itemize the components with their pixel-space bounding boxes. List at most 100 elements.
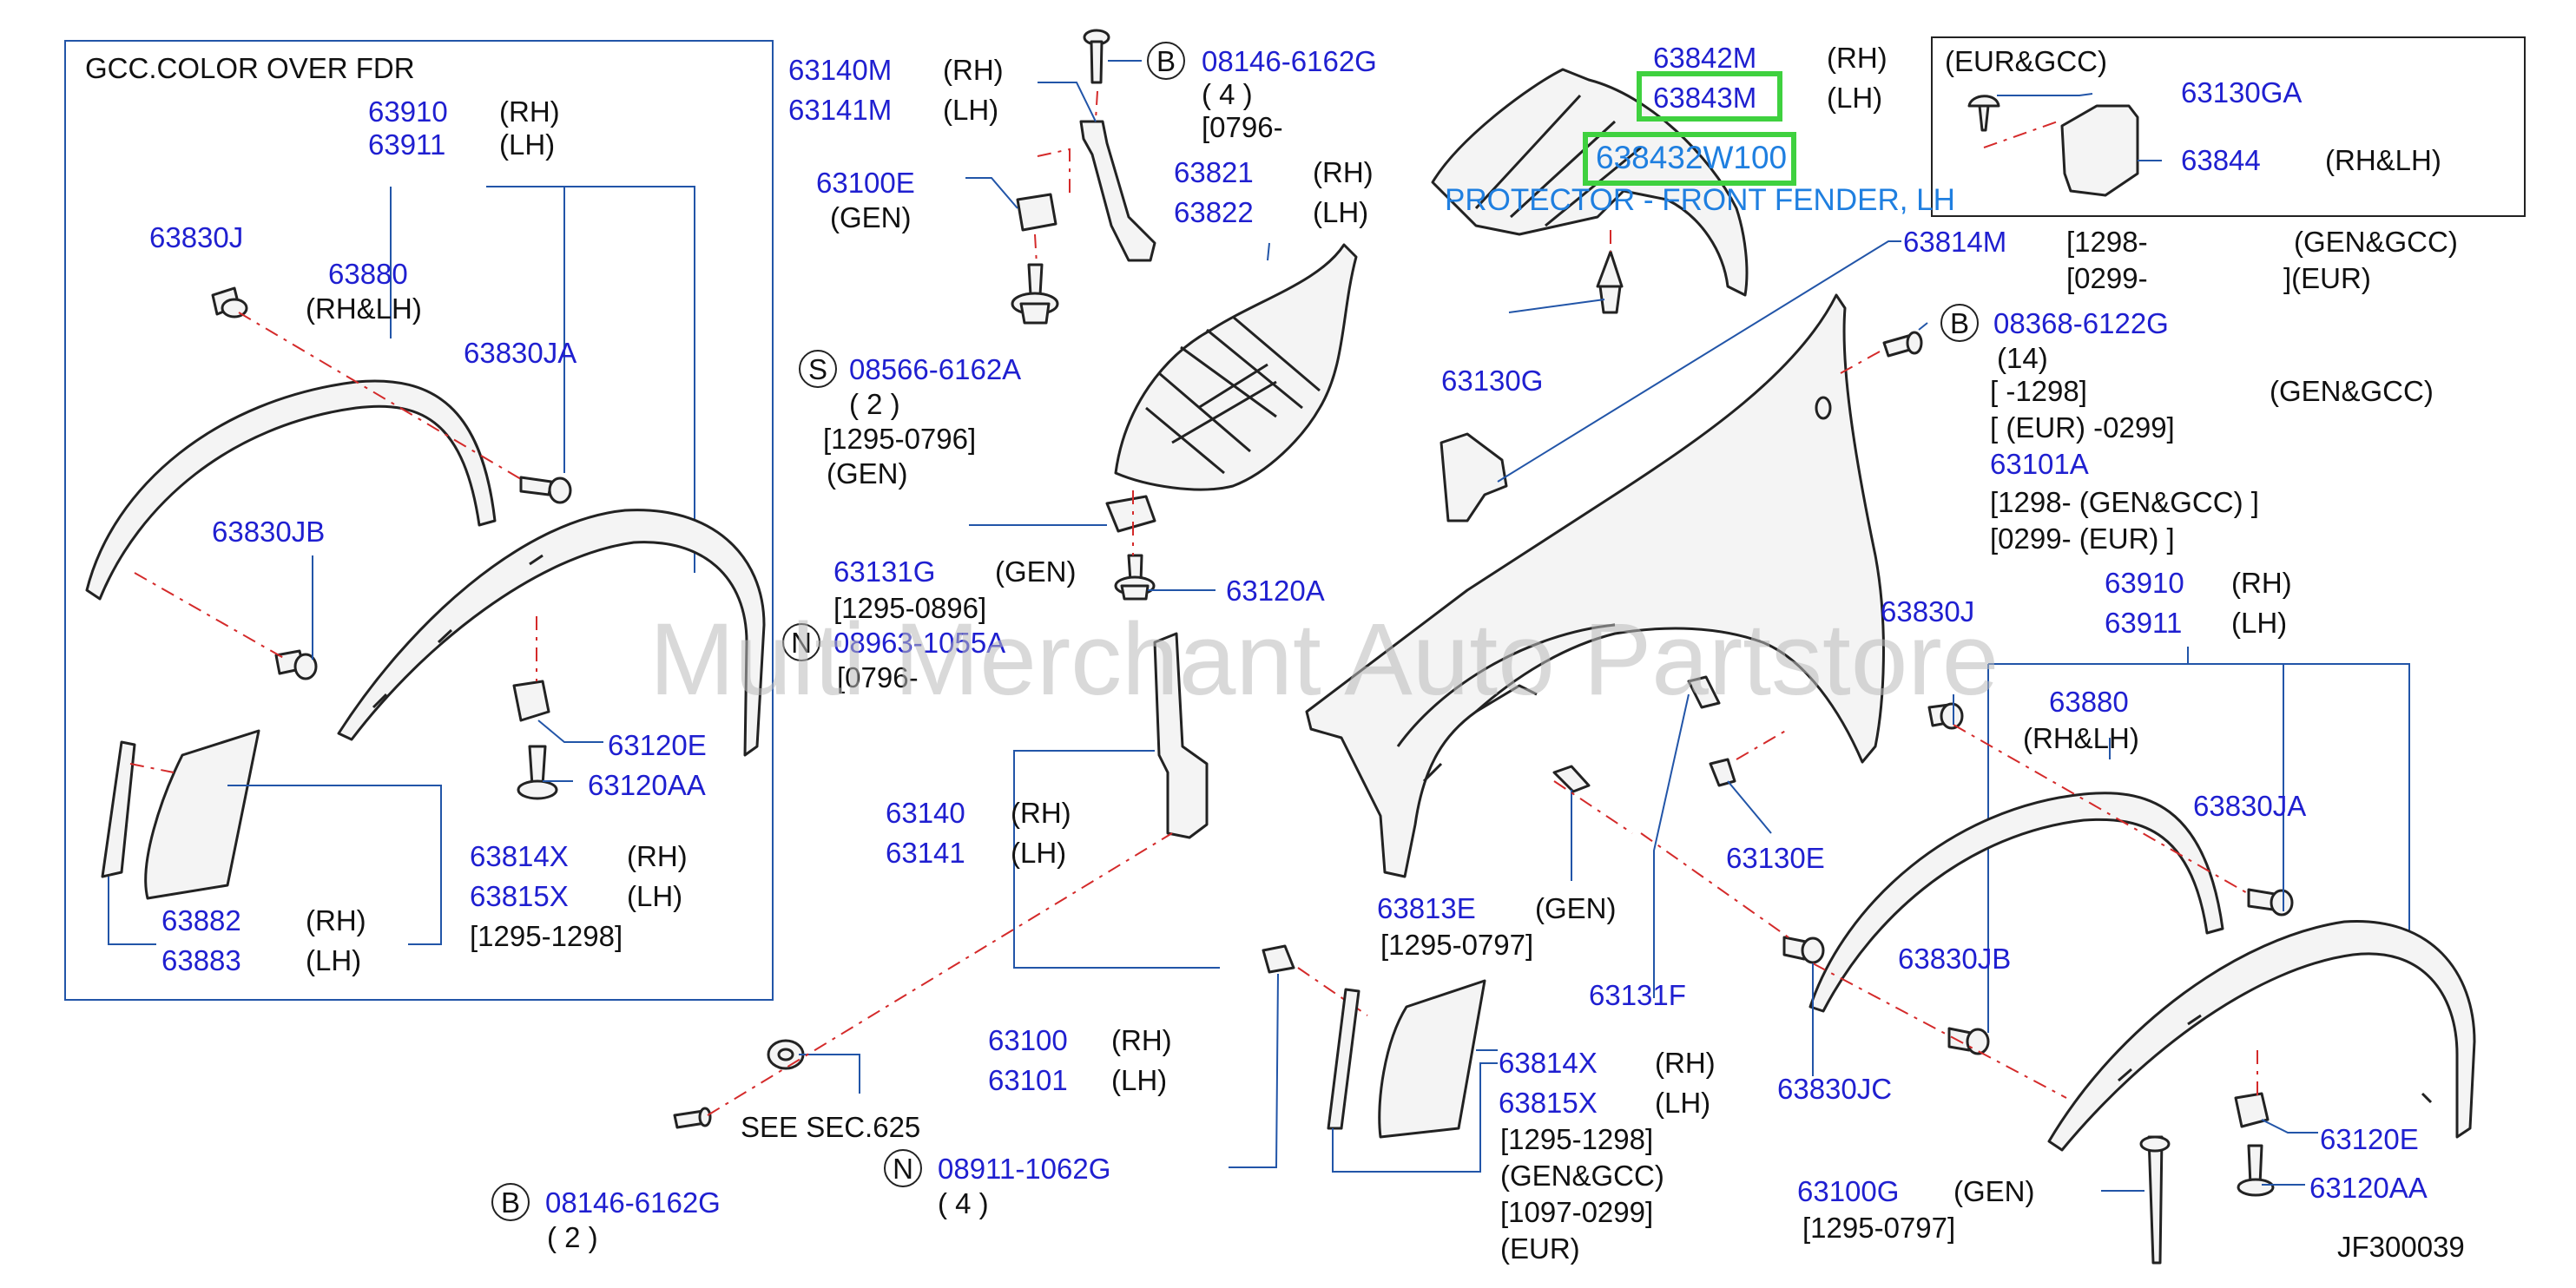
part-63101[interactable]: 63101 bbox=[988, 1064, 1068, 1096]
range-08368-a: [ -1298] bbox=[1990, 375, 2087, 407]
screw-63120A[interactable] bbox=[1114, 554, 1156, 601]
part-63830JC[interactable]: 63830JC bbox=[1777, 1073, 1892, 1105]
qty-08146-bottom: ( 2 ) bbox=[547, 1221, 598, 1253]
part-63882-left[interactable]: 63882 bbox=[161, 904, 241, 936]
mudguard-63814X-center[interactable] bbox=[1378, 979, 1486, 1139]
clip-63830JA-right[interactable] bbox=[2247, 888, 2294, 917]
wheel-arch-63910-right[interactable] bbox=[2047, 920, 2476, 1152]
part-08368-6122G[interactable]: 08368-6122G bbox=[1993, 307, 2169, 339]
part-63910-right[interactable]: 63910 bbox=[2105, 567, 2184, 599]
nut-63130E[interactable] bbox=[1709, 758, 1736, 787]
moulding-63882-left[interactable] bbox=[101, 740, 136, 878]
bracket-63140[interactable] bbox=[1153, 632, 1209, 839]
part-63130G[interactable]: 63130G bbox=[1441, 365, 1543, 397]
part-63140M[interactable]: 63140M bbox=[788, 54, 892, 86]
part-63100G[interactable]: 63100G bbox=[1797, 1175, 1899, 1207]
part-63130GA[interactable]: 63130GA bbox=[2181, 76, 2302, 108]
front-fender-63100[interactable] bbox=[1305, 293, 1885, 878]
clip-63830JB-left[interactable] bbox=[274, 649, 318, 680]
clip-63830J-right[interactable] bbox=[1927, 702, 1964, 730]
side-63910-right: (RH) bbox=[2231, 567, 2292, 599]
wheel-arch-63910-left[interactable] bbox=[337, 509, 766, 757]
part-63120E-right[interactable]: 63120E bbox=[2320, 1123, 2419, 1155]
moulding-center[interactable] bbox=[1327, 988, 1360, 1130]
part-63813E[interactable]: 63813E bbox=[1377, 892, 1476, 924]
side-63822: (LH) bbox=[1313, 196, 1368, 228]
part-63830JA-left[interactable]: 63830JA bbox=[464, 337, 576, 369]
part-63815X-center[interactable]: 63815X bbox=[1499, 1087, 1598, 1119]
nut-63120E-right[interactable] bbox=[2234, 1092, 2270, 1128]
part-63131F[interactable]: 63131F bbox=[1589, 979, 1686, 1011]
clip-63830JC[interactable] bbox=[1782, 936, 1825, 964]
part-63100[interactable]: 63100 bbox=[988, 1024, 1068, 1056]
part-63815X-left[interactable]: 63815X bbox=[470, 880, 569, 912]
nut-63120E-left[interactable] bbox=[512, 680, 550, 722]
part-63911-left[interactable]: 63911 bbox=[368, 128, 445, 161]
clip-63130GA[interactable] bbox=[1967, 95, 2000, 108]
part-63141[interactable]: 63141 bbox=[886, 837, 965, 869]
bolt-08566[interactable] bbox=[1011, 263, 1059, 325]
cover-63844[interactable] bbox=[2060, 104, 2139, 197]
part-63141M[interactable]: 63141M bbox=[788, 94, 892, 126]
part-08566-6162A[interactable]: 08566-6162A bbox=[849, 353, 1021, 385]
clip-63100E[interactable] bbox=[1016, 193, 1057, 232]
part-63140[interactable]: 63140 bbox=[886, 797, 965, 829]
part-63822[interactable]: 63822 bbox=[1174, 196, 1254, 228]
part-63911-right[interactable]: 63911 bbox=[2105, 607, 2182, 639]
part-63830JA-right[interactable]: 63830JA bbox=[2193, 790, 2306, 822]
clip-63813E[interactable] bbox=[1552, 765, 1591, 793]
part-63101A[interactable]: 63101A bbox=[1990, 448, 2089, 480]
part-63910-left[interactable]: 63910 bbox=[368, 95, 448, 128]
part-63130E[interactable]: 63130E bbox=[1726, 842, 1825, 874]
part-63843M[interactable]: 63843M bbox=[1653, 82, 1756, 114]
part-08963-1055A[interactable]: 08963-1055A bbox=[833, 627, 1005, 659]
nut-08911[interactable] bbox=[1262, 944, 1295, 974]
part-63842M[interactable]: 63842M bbox=[1653, 42, 1756, 74]
fender-flare-63880-left[interactable] bbox=[85, 379, 497, 601]
part-63120AA-right[interactable]: 63120AA bbox=[2309, 1172, 2428, 1204]
part-08146-6162G-top[interactable]: 08146-6162G bbox=[1202, 45, 1377, 77]
part-63120A[interactable]: 63120A bbox=[1226, 575, 1325, 607]
clip-63830J-left[interactable] bbox=[211, 286, 248, 319]
splash-shield-63821[interactable] bbox=[1114, 243, 1358, 491]
part-63120AA-left[interactable]: 63120AA bbox=[588, 769, 706, 801]
bolt-08146-top[interactable] bbox=[1083, 29, 1110, 84]
screw-63120AA-left[interactable] bbox=[517, 745, 558, 800]
part-63131G[interactable]: 63131G bbox=[833, 555, 935, 588]
part-63830JB-right[interactable]: 63830JB bbox=[1898, 943, 2011, 975]
fender-flare-63880-right[interactable] bbox=[1808, 792, 2224, 1013]
rivet-63100G[interactable] bbox=[2139, 1135, 2171, 1265]
screw-63120AA-right[interactable] bbox=[2237, 1144, 2275, 1197]
clip-63131F[interactable] bbox=[1687, 675, 1721, 709]
part-63814X-center[interactable]: 63814X bbox=[1499, 1047, 1598, 1079]
part-63120E-left[interactable]: 63120E bbox=[608, 729, 707, 761]
bracket-63140M[interactable] bbox=[1079, 120, 1156, 262]
part-63830J-left[interactable]: 63830J bbox=[149, 221, 243, 253]
mudguard-63814X-left[interactable] bbox=[144, 729, 260, 900]
range-63814X-center-a: [1295-1298] bbox=[1500, 1123, 1653, 1155]
clip-63131G[interactable] bbox=[1105, 495, 1156, 533]
bracket-63814M[interactable] bbox=[1440, 432, 1508, 522]
part-63883-left[interactable]: 63883 bbox=[161, 944, 241, 976]
badge-N-top-text: N bbox=[791, 627, 812, 659]
see-sec625[interactable]: SEE SEC.625 bbox=[741, 1111, 920, 1143]
part-63844[interactable]: 63844 bbox=[2181, 144, 2261, 176]
clip-63130G[interactable] bbox=[1596, 250, 1624, 314]
selected-part-number[interactable]: 638432W100 bbox=[1596, 140, 1787, 175]
clip-63830JA-left[interactable] bbox=[519, 476, 572, 504]
clip-63830JB-right[interactable] bbox=[1947, 1027, 1990, 1055]
gen-63131G: (GEN) bbox=[995, 555, 1077, 588]
part-08911-1062G[interactable]: 08911-1062G bbox=[938, 1153, 1110, 1185]
bolt-08368[interactable] bbox=[1882, 331, 1923, 358]
part-63100E[interactable]: 63100E bbox=[816, 167, 915, 199]
part-63821[interactable]: 63821 bbox=[1174, 156, 1254, 188]
part-63880-left[interactable]: 63880 bbox=[328, 258, 408, 290]
part-08146-6162G-bottom[interactable]: 08146-6162G bbox=[545, 1186, 721, 1219]
inset-right-frame bbox=[1931, 36, 2526, 217]
part-63814X-left[interactable]: 63814X bbox=[470, 840, 569, 872]
part-63880-right[interactable]: 63880 bbox=[2049, 686, 2129, 718]
part-63830J-right[interactable]: 63830J bbox=[1881, 595, 1974, 628]
bolt-08146-bottom[interactable] bbox=[673, 1107, 712, 1129]
part-63814M[interactable]: 63814M bbox=[1903, 226, 2006, 258]
part-63830JB-left[interactable]: 63830JB bbox=[212, 516, 325, 548]
